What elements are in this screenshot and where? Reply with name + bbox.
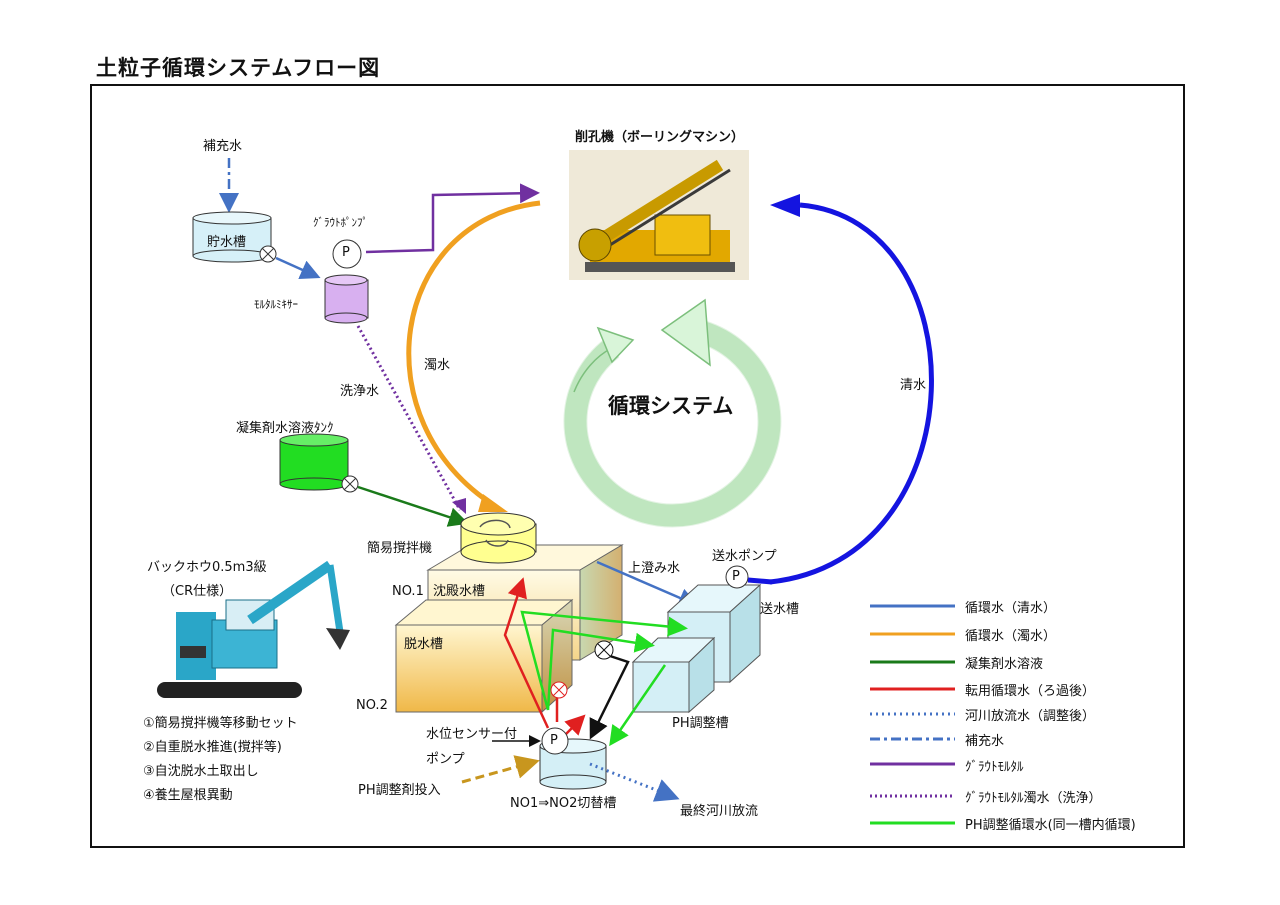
legend-label-refill: 補充水 bbox=[965, 734, 1005, 749]
grout-pump-icon bbox=[332, 239, 362, 269]
no1-label: NO.1 bbox=[392, 584, 424, 599]
backhoe-label-1: バックホウ0.5m3級 bbox=[147, 560, 267, 575]
supernatant-line bbox=[596, 560, 699, 608]
legend-label-river: 河川放流水（調整後） bbox=[965, 709, 1096, 724]
feed-pump-icon bbox=[725, 565, 749, 589]
grout-mortar-line bbox=[365, 183, 540, 254]
coagulant-line bbox=[357, 485, 469, 527]
feed-pump-to-arc bbox=[747, 577, 773, 585]
ph-adjust-tank bbox=[631, 636, 716, 714]
boring-machine-image bbox=[569, 150, 749, 280]
coagulant-tank bbox=[279, 433, 349, 491]
legend-label-recycled: 転用循環水（ろ過後） bbox=[965, 684, 1096, 699]
final-discharge-label: 最終河川放流 bbox=[680, 804, 759, 819]
legend-label-grout: ｸﾞﾗｳﾄﾓﾙﾀﾙ bbox=[965, 760, 1024, 775]
storage-tank bbox=[192, 211, 272, 263]
drain-line bbox=[589, 654, 630, 740]
step-item: ①簡易撹拌機等移動セット bbox=[143, 716, 298, 731]
turbid-water-label: 濁水 bbox=[424, 358, 451, 373]
grout-pump-label: ｸﾞﾗｳﾄﾎﾟﾝﾌﾟ bbox=[313, 216, 368, 229]
dewater-tank-no2 bbox=[394, 598, 574, 714]
simple-mixer bbox=[460, 512, 537, 564]
legend-label-turbid: 循環水（濁水） bbox=[965, 629, 1057, 644]
backhoe-image bbox=[157, 560, 350, 698]
drain-valve-icon bbox=[594, 640, 614, 660]
switch-tank-label: NO1⇒NO2切替槽 bbox=[510, 796, 617, 811]
coagulant-tank-label: 凝集剤水溶液ﾀﾝｸ bbox=[236, 421, 334, 436]
mortar-mixer-label: ﾓﾙﾀﾙﾐｷｻｰ bbox=[254, 298, 298, 311]
clear-water-label: 清水 bbox=[900, 378, 927, 393]
boring-machine-label: 削孔機（ボーリングマシン） bbox=[575, 130, 745, 145]
ph-tank-label: PH調整槽 bbox=[672, 716, 729, 731]
storage-valve-icon bbox=[259, 245, 277, 263]
wash-water-arrowhead bbox=[452, 498, 466, 514]
ph-agent-label: PH調整剤投入 bbox=[358, 783, 441, 798]
wash-water-line bbox=[356, 325, 462, 511]
backhoe-label-2: （CR仕様） bbox=[162, 584, 233, 599]
ph-circ-line-b bbox=[546, 628, 655, 711]
turbid-water-arc bbox=[406, 200, 541, 509]
simple-mixer-label: 簡易撹拌機 bbox=[367, 541, 433, 556]
feed-pump-label: 送水ポンプ bbox=[712, 549, 777, 564]
dewater-tank-label: 脱水槽 bbox=[404, 637, 444, 652]
red-valve-icon bbox=[550, 681, 568, 699]
feed-tank-label: 送水槽 bbox=[760, 602, 800, 617]
legend-label-ph: PH調整循環水(同一槽内循環) bbox=[965, 818, 1136, 833]
diagram-title: 土粒子循環システムフロー図 bbox=[96, 56, 381, 80]
legend bbox=[870, 604, 955, 825]
refill-water-label: 補充水 bbox=[203, 139, 243, 154]
clear-water-arrowhead bbox=[770, 194, 800, 217]
legend-label-grout-wash: ｸﾞﾗｳﾄﾓﾙﾀﾙ濁水（洗浄） bbox=[965, 791, 1102, 806]
legend-label-clear: 循環水（清水） bbox=[965, 601, 1057, 616]
supernatant-label: 上澄み水 bbox=[628, 561, 681, 576]
level-sensor-label-2: ポンプ bbox=[426, 752, 465, 767]
coagulant-valve-icon bbox=[341, 475, 359, 493]
ph-circ-line-c bbox=[609, 664, 667, 747]
recycled-water-line-a bbox=[503, 577, 550, 729]
storage-to-mixer-line bbox=[275, 256, 321, 279]
ph-agent-line bbox=[461, 755, 540, 784]
storage-tank-label: 貯水槽 bbox=[207, 235, 247, 250]
no2-label: NO.2 bbox=[356, 698, 388, 713]
ph-circ-line-a bbox=[520, 610, 688, 711]
step-item: ③自沈脱水土取出し bbox=[143, 764, 259, 779]
step-item: ②自重脱水推進(撹拌等) bbox=[143, 740, 282, 755]
settling-tank-label: 沈殿水槽 bbox=[433, 584, 486, 599]
legend-label-coagulant: 凝集剤水溶液 bbox=[965, 657, 1044, 672]
level-sensor-label-1: 水位センサー付 bbox=[426, 727, 518, 742]
wash-water-label: 洗浄水 bbox=[340, 384, 380, 399]
step-list: ①簡易撹拌機等移動セット ②自重脱水推進(撹拌等) ③自沈脱水土取出し ④養生屋… bbox=[143, 712, 298, 808]
circulation-ring bbox=[563, 298, 782, 528]
sensor-pump-symbol: P bbox=[550, 733, 558, 748]
grout-pump-symbol: P bbox=[342, 245, 350, 260]
sensor-pump-icon bbox=[541, 727, 569, 755]
step-item: ④養生屋根異動 bbox=[143, 788, 233, 803]
diagram-frame bbox=[90, 84, 1185, 848]
clear-water-arc bbox=[769, 202, 934, 585]
turbid-water-arrowhead bbox=[478, 494, 508, 512]
feed-pump-symbol: P bbox=[732, 569, 740, 584]
mortar-mixer bbox=[324, 274, 369, 324]
system-center-label: 循環システム bbox=[608, 394, 734, 418]
